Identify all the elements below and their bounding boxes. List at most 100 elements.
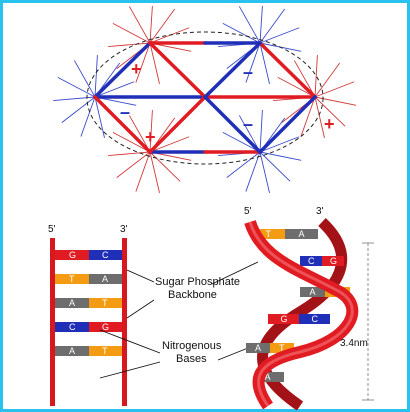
pitch-dimension xyxy=(362,242,374,401)
radiating-line xyxy=(128,115,151,153)
helix-base-left-letter: A xyxy=(310,287,316,297)
ladder-base-right-letter: T xyxy=(102,298,108,308)
ladder-base-left xyxy=(55,322,89,332)
radiating-line xyxy=(277,76,316,98)
radiating-line xyxy=(80,96,96,137)
annotation-labels: Sugar Phosphate Backbone Nitrogenous Bas… xyxy=(99,261,259,379)
charge-sign: + xyxy=(324,114,335,134)
radiating-line xyxy=(149,151,181,182)
helix-base-left-letter: G xyxy=(281,314,288,324)
radiating-line xyxy=(112,131,151,153)
radiating-line xyxy=(116,151,151,179)
pitch-label: 3.4nm xyxy=(340,338,368,349)
ladder-3-prime-label: 3' xyxy=(120,224,128,235)
radiating-line xyxy=(314,96,346,127)
radiating-line xyxy=(222,131,261,153)
ladder-right-backbone xyxy=(122,238,127,406)
helix-base-left xyxy=(246,343,270,353)
radiating-line xyxy=(314,55,318,98)
helix-base-right-letter: G xyxy=(330,256,337,266)
radiating-line xyxy=(57,76,96,98)
radiating-line xyxy=(94,96,105,139)
radiating-line xyxy=(259,151,270,194)
helix-base-left xyxy=(300,287,325,297)
charge-sign: – xyxy=(243,114,253,134)
helix-base-left-letter: A xyxy=(255,343,261,353)
radiating-line xyxy=(300,96,316,137)
helix-base-left xyxy=(252,229,285,239)
radiating-line xyxy=(226,151,261,179)
ladder-base-right xyxy=(89,250,122,260)
helix-base-right xyxy=(270,343,294,353)
ladder-base-right xyxy=(89,274,122,284)
radiating-line xyxy=(73,60,96,98)
ladder-base-right xyxy=(89,298,122,308)
radiating-line xyxy=(112,22,151,44)
radiating-line xyxy=(238,6,261,44)
helix-base-right-letter: A xyxy=(299,229,305,239)
radiating-line xyxy=(259,151,291,182)
dashed-envelope xyxy=(86,31,324,165)
helix-base-right xyxy=(273,372,284,382)
lattice-edges xyxy=(93,41,317,154)
helix-base-right xyxy=(285,229,318,239)
ladder-base-right-letter: A xyxy=(102,274,108,284)
radiating-line xyxy=(108,151,151,157)
charge-diagram: + – – + – + – xyxy=(53,5,357,194)
helix-base-right xyxy=(322,256,344,266)
radiating-line xyxy=(149,42,160,85)
helix-base-left-letter: A xyxy=(265,372,271,382)
radiating-line xyxy=(222,22,261,44)
charge-sign: + xyxy=(145,127,156,147)
ladder-base-left-letter: A xyxy=(69,298,75,308)
helix-base-right-letter: C xyxy=(312,314,319,324)
ladder-base-left-letter: A xyxy=(69,346,75,356)
radiating-line xyxy=(259,27,300,44)
helix-base-right-letter: T xyxy=(279,343,285,353)
ladder-base-left xyxy=(55,346,89,356)
radiating-line xyxy=(314,62,341,98)
ladder-base-left-letter: C xyxy=(69,322,76,332)
ladder-base-left-letter: T xyxy=(69,274,75,284)
helix-base-left-letter: C xyxy=(308,256,315,266)
radiating-line xyxy=(53,96,96,102)
radiating-line xyxy=(293,60,316,98)
radiating-line xyxy=(128,6,151,44)
radiating-line xyxy=(135,151,151,192)
helix-base-right xyxy=(299,314,330,324)
radiating-line xyxy=(259,136,300,153)
radiating-line xyxy=(245,42,261,83)
radiating-line xyxy=(259,110,263,153)
backbone-label-line2: Backbone xyxy=(168,289,217,301)
radiating-line xyxy=(314,81,355,98)
radiating-line xyxy=(94,81,135,98)
radiating-line xyxy=(245,151,261,192)
radiating-line xyxy=(149,5,153,44)
helix-base-left xyxy=(300,256,322,266)
radiating-line xyxy=(259,5,263,44)
ladder-base-left-letter: G xyxy=(69,250,76,260)
helix-base-left xyxy=(268,314,299,324)
radiating-line xyxy=(149,110,153,153)
helix-base-left-letter: T xyxy=(266,229,272,239)
radiating-line xyxy=(94,55,98,98)
helix-3-prime-label: 3' xyxy=(316,206,324,217)
ladder-base-right xyxy=(89,322,122,332)
helix-front-strand-highlight xyxy=(248,221,354,407)
ladder-base-right-letter: G xyxy=(102,322,109,332)
pointer-lines xyxy=(99,261,259,379)
radiating-line xyxy=(259,151,302,161)
ladder-base-left xyxy=(55,274,89,284)
radiating-line xyxy=(135,42,151,83)
ladder-left-backbone xyxy=(50,238,55,406)
radiating-line xyxy=(108,42,151,48)
backbone-label-line1: Sugar Phosphate xyxy=(155,276,240,288)
radiating-line xyxy=(238,115,261,153)
bases-label-line2: Bases xyxy=(176,353,207,365)
radiating-line xyxy=(149,136,190,153)
ladder-base-right-letter: C xyxy=(102,250,109,260)
